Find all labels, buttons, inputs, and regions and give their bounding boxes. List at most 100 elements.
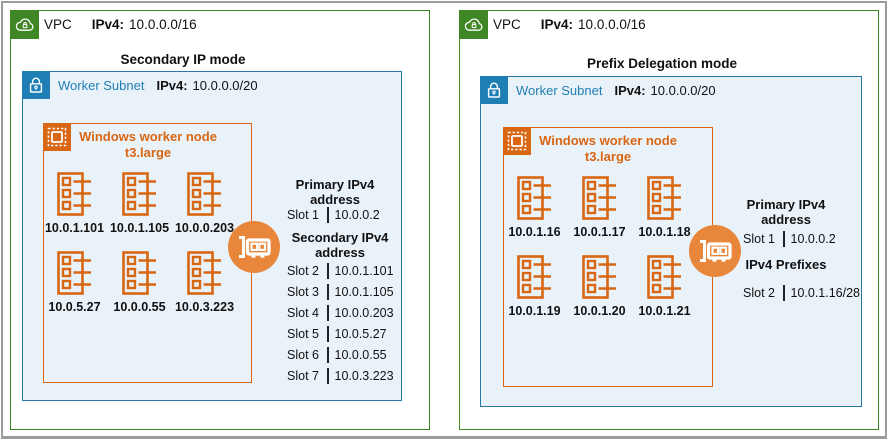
subnet-lock-icon [21,70,50,99]
vpc-label: VPC [493,17,521,32]
ip-list-icon [56,251,92,295]
ip-address-label: 10.0.5.27 [48,300,101,314]
slot-label: Slot 2 [743,286,775,300]
secondary-slot-list: Slot 2 10.0.1.101 Slot 3 10.0.1.105 Slot… [251,262,394,388]
ip-list-icon [121,172,157,216]
worker-subnet-box: Worker Subnet IPv4: 10.0.0.0/20 Windows … [479,75,862,407]
vpc-panel-secondary-ip: VPC IPv4: 10.0.0.0/16 Secondary IP mode … [10,10,430,430]
node-instance-type: t3.large [124,145,172,160]
vpc-label: VPC [44,17,72,32]
vpc-ip-label: IPv4: [91,17,125,32]
slot-value: 10.0.3.223 [334,369,394,383]
vpc-cloud-icon [459,10,488,39]
slot-value: 10.0.0.55 [334,348,387,362]
ip-address-label: 10.0.0.55 [113,300,166,314]
slot-value: 10.0.0.2 [334,208,380,222]
subnet-ip-label: IPv4: [156,78,188,93]
prefix-slot-list: Slot 2 10.0.1.16/28 [707,284,860,305]
vpc-ip-label: IPv4: [540,17,574,32]
subnet-lock-icon [479,75,508,104]
slot-label: Slot 3 [287,285,319,299]
mode-title: Prefix Delegation mode [586,56,738,71]
subnet-cidr: 10.0.0.0/20 [650,83,716,98]
slot-value: 10.0.0.2 [790,232,836,246]
vpc-header: VPC IPv4: 10.0.0.0/16 [44,10,197,39]
network-interface-icon [687,223,743,279]
subnet-label: Worker Subnet [58,78,145,93]
ip-list-icon [121,251,157,295]
slot-separator [327,305,329,321]
instance-chip-icon [502,126,531,155]
ipv4-prefixes-heading: IPv4 Prefixes [745,257,827,272]
slot-label: Slot 4 [287,306,319,320]
slot-separator [327,368,329,384]
eni-ip-item: 10.0.0.203 [172,172,237,235]
eni-ip-item: 10.0.1.19 [502,255,567,318]
worker-subnet-box: Worker Subnet IPv4: 10.0.0.0/20 Windows … [21,70,402,401]
vpc-panel-prefix-delegation: VPC IPv4: 10.0.0.0/16 Prefix Delegation … [459,10,879,430]
slot-row: Slot 1 10.0.0.2 [251,206,380,224]
ip-address-label: 10.0.0.203 [174,221,235,235]
eni-ip-item: 10.0.3.223 [172,251,237,314]
primary-ipv4-heading: Primary IPv4 address [295,177,375,207]
ip-list-icon [646,255,682,299]
ip-list-icon [516,176,552,220]
eni-ip-item: 10.0.1.16 [502,176,567,239]
subnet-label: Worker Subnet [516,83,603,98]
slot-separator [327,207,329,223]
slot-separator [327,263,329,279]
network-interface-icon [226,219,282,275]
ip-address-label: 10.0.1.18 [638,225,691,239]
slot-value: 10.0.1.105 [334,285,394,299]
ip-address-label: 10.0.1.17 [573,225,626,239]
slot-separator [327,326,329,342]
ip-address-label: 10.0.1.19 [508,304,561,318]
ip-list-icon [56,172,92,216]
slot-row: Slot 7 10.0.3.223 [251,367,394,385]
slot-row: Slot 5 10.0.5.27 [251,325,394,343]
vpc-header: VPC IPv4: 10.0.0.0/16 [493,10,646,39]
slot-label: Slot 1 [743,232,775,246]
slot-row: Slot 2 10.0.1.101 [251,262,394,280]
eni-ip-item: 10.0.1.105 [107,172,172,235]
eni-ip-item: 10.0.5.27 [42,251,107,314]
eni-ip-item: 10.0.1.21 [632,255,697,318]
subnet-ip-label: IPv4: [614,83,646,98]
ip-list-icon [646,176,682,220]
node-title: Windows worker node t3.large [532,133,684,165]
eni-ip-item: 10.0.1.101 [42,172,107,235]
subnet-cidr: 10.0.0.0/20 [192,78,258,93]
ip-address-label: 10.0.1.21 [638,304,691,318]
node-title-line: Windows worker node [79,129,217,144]
ip-list-icon [516,255,552,299]
ip-list-icon [581,176,617,220]
slot-separator [783,231,785,247]
ip-address-label: 10.0.1.101 [44,221,105,235]
mode-title: Secondary IP mode [120,52,246,67]
ip-list-icon [186,172,222,216]
slot-row: Slot 1 10.0.0.2 [707,230,836,248]
slot-label: Slot 6 [287,348,319,362]
windows-worker-node-box: Windows worker node t3.large 10.0.1.16 1… [502,126,713,387]
subnet-header: Worker Subnet IPv4: 10.0.0.0/20 [58,72,258,99]
slot-separator [327,347,329,363]
windows-worker-node-box: Windows worker node t3.large 10.0.1.101 … [42,122,252,383]
eni-ip-grid: 10.0.1.16 10.0.1.17 10.0.1.18 [502,176,701,318]
node-instance-type: t3.large [584,149,632,164]
eni-ip-item: 10.0.1.18 [632,176,697,239]
eni-ip-item: 10.0.1.17 [567,176,632,239]
vpc-cidr: 10.0.0.0/16 [129,17,197,32]
ip-address-label: 10.0.3.223 [174,300,235,314]
vpc-cloud-icon [10,10,39,39]
slot-value: 10.0.1.16/28 [790,286,861,300]
node-title-line: Windows worker node [539,133,677,148]
ip-list-icon [581,255,617,299]
ip-address-label: 10.0.1.20 [573,304,626,318]
slot-separator [783,285,785,301]
slot-label: Slot 1 [287,208,319,222]
ip-list-icon [186,251,222,295]
eni-ip-item: 10.0.0.55 [107,251,172,314]
slot-label: Slot 2 [287,264,319,278]
primary-ipv4-heading: Primary IPv4 address [746,197,826,227]
